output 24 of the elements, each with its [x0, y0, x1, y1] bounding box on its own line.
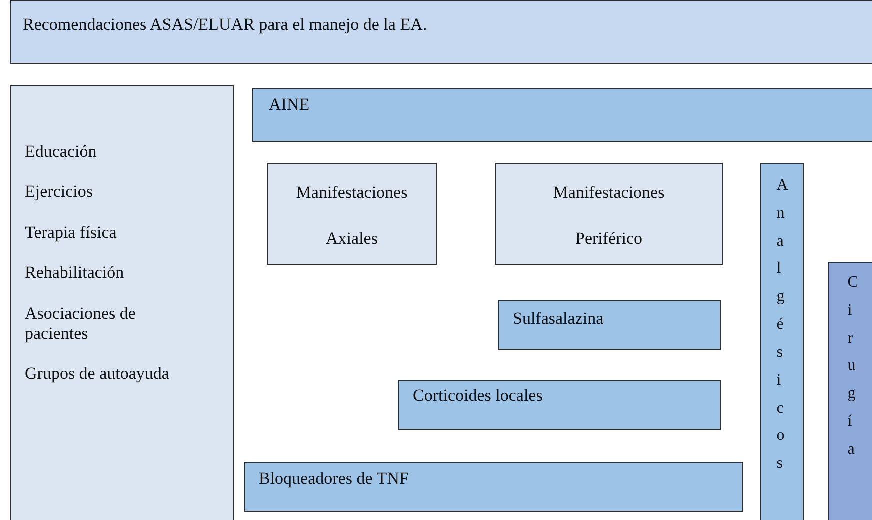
box-label: Bloqueadores de TNF: [259, 469, 409, 490]
box-label: AINE: [269, 95, 310, 116]
box-label: Sulfasalazina: [513, 309, 604, 330]
category-box: [267, 163, 437, 265]
list-panel: [10, 85, 234, 520]
list-item: Educación: [25, 142, 97, 162]
vertical-label: Cirugía: [848, 273, 858, 460]
category-box: [244, 462, 743, 512]
list-item: Asociaciones de pacientes: [25, 304, 137, 344]
list-item: Terapia física: [25, 222, 117, 244]
title-banner: Recomendaciones ASAS/ELUAR para el manejo de la EA.: [10, 0, 872, 64]
category-box: [495, 163, 723, 265]
vertical-label: Analgésicos: [776, 176, 788, 474]
category-box: [398, 380, 721, 430]
box-label: Manifestaciones Axiales: [295, 182, 409, 250]
category-box: [252, 88, 872, 142]
list-item: Ejercicios: [25, 182, 93, 203]
list-item: Grupos de autoayuda: [25, 364, 170, 385]
box-label: Corticoides locales: [413, 386, 543, 406]
list-item: Rehabilitación: [25, 263, 124, 284]
category-box: [760, 163, 804, 520]
box-label: Manifestaciones Periférico: [552, 182, 666, 250]
category-box: [498, 300, 721, 350]
category-box: [828, 262, 872, 520]
